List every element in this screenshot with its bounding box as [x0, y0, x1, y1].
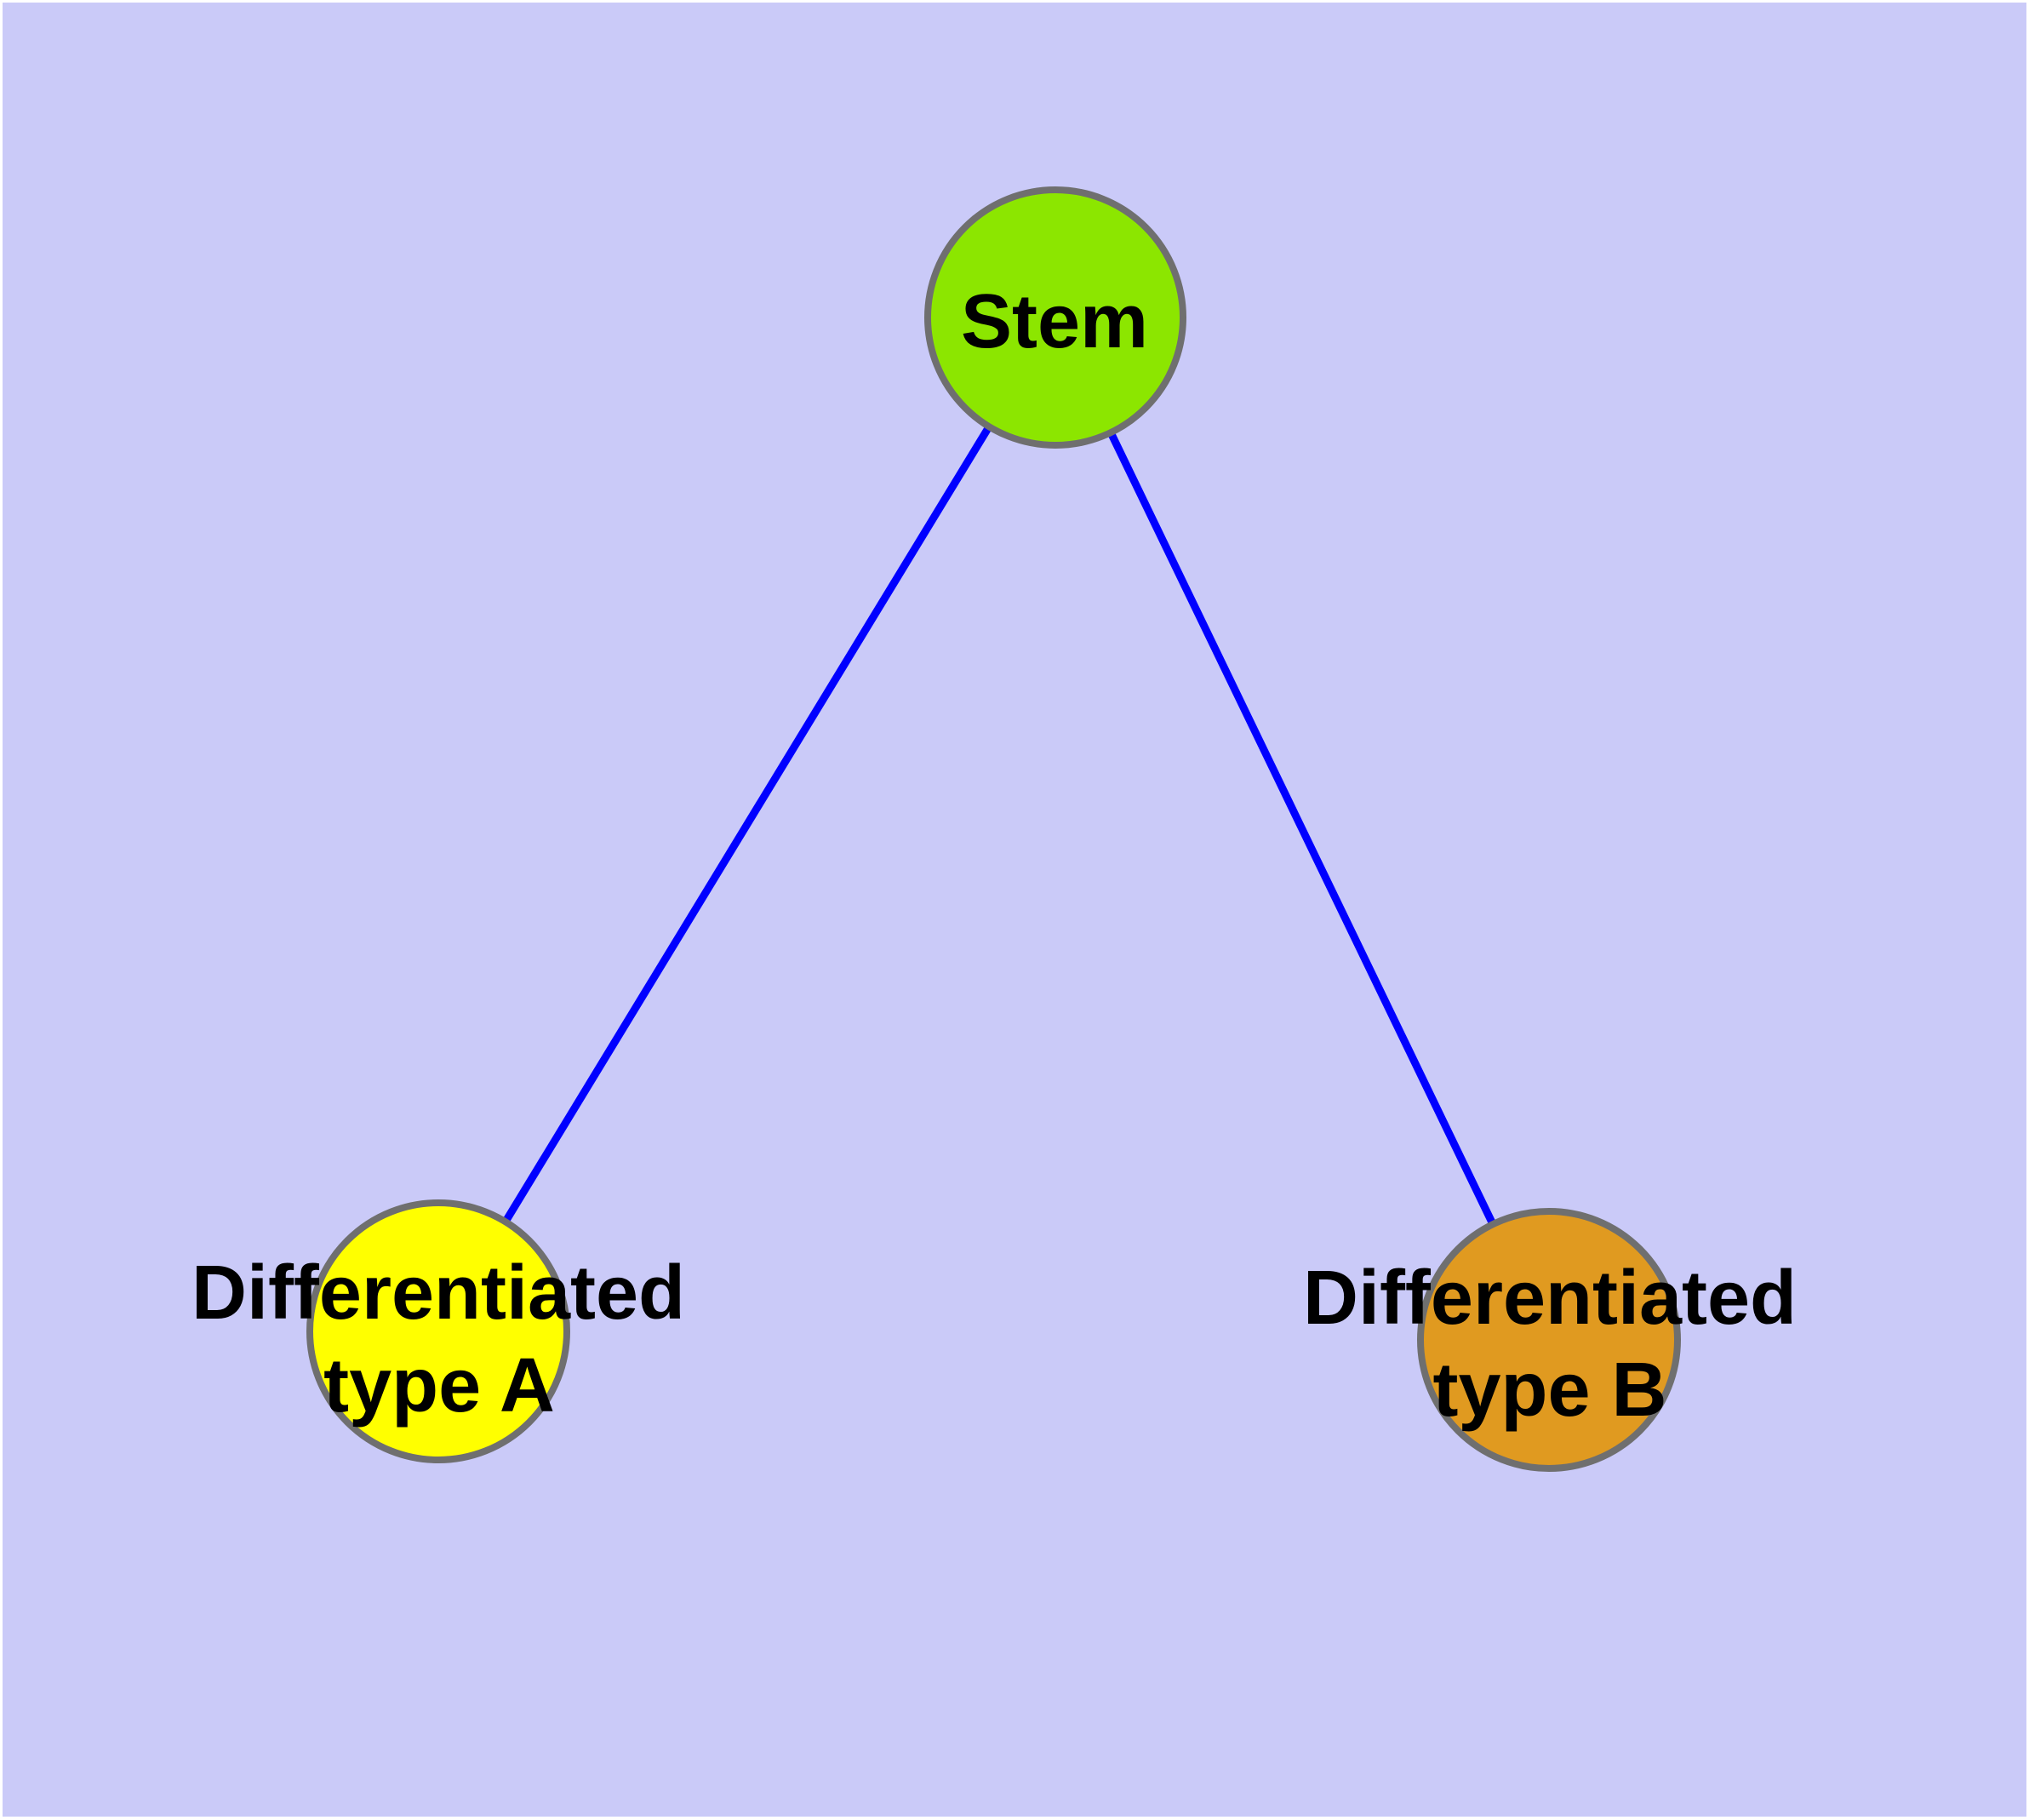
- edge-stem-to-type-a: [502, 426, 992, 1224]
- node-stem-label: Stem: [961, 279, 1148, 364]
- node-type-b-label-line2: type B: [1432, 1348, 1666, 1433]
- node-type-b-label-line1: Differentiated: [1303, 1256, 1797, 1341]
- node-differentiated-type-b: [1417, 1208, 1681, 1472]
- edge-stem-to-type-b: [1107, 432, 1497, 1226]
- node-type-a-label-line2: type A: [323, 1343, 555, 1428]
- node-stem: [924, 186, 1186, 449]
- node-type-a-label-line1: Differentiated: [191, 1251, 685, 1336]
- node-differentiated-type-a: [306, 1199, 570, 1463]
